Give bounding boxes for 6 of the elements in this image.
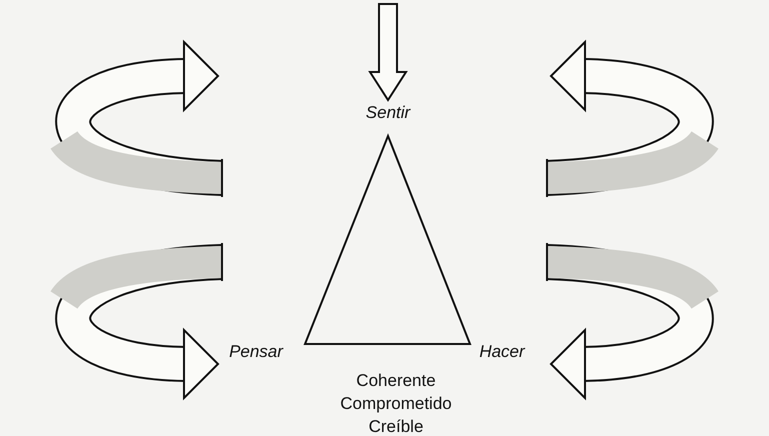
quality-label: Coherente [356, 371, 436, 391]
vertex-label: Sentir [366, 103, 410, 123]
quality-label: Creíble [368, 417, 424, 436]
quality-label: Comprometido [340, 394, 452, 414]
vertex-label: Pensar [229, 342, 283, 362]
vertex-label: Hacer [479, 342, 525, 362]
